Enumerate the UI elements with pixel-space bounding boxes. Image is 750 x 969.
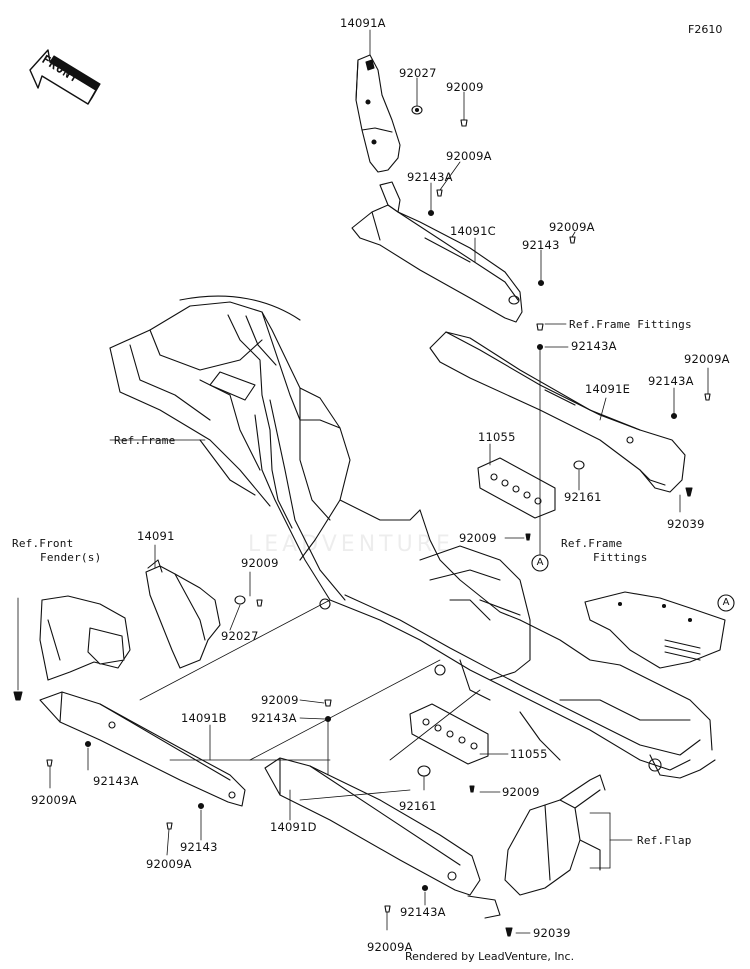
ref-label[interactable]: Ref.Frame [561, 537, 623, 550]
washer-92027-left [234, 595, 246, 605]
part-label[interactable]: 92009A [684, 352, 730, 366]
part-label[interactable]: 92143A [571, 339, 617, 353]
part-label[interactable]: 92027 [399, 66, 437, 80]
ref-circle-label-1: A [536, 557, 544, 568]
part-label[interactable]: 92009 [446, 80, 484, 94]
ref-circle-A-2 [717, 594, 735, 612]
flap-outline [504, 774, 606, 896]
part-label[interactable]: 14091E [585, 382, 631, 396]
screw-92009A-1 [436, 189, 443, 197]
part-label[interactable]: 14091B [181, 711, 227, 725]
screw-92009A-3 [704, 393, 711, 401]
leader-lines-lower [49, 439, 633, 934]
screw-92009-mid [525, 533, 531, 541]
part-label[interactable]: 92143 [180, 840, 218, 854]
ref-label[interactable]: Ref.Flap [637, 834, 692, 847]
part-label[interactable]: 92009A [549, 220, 595, 234]
front-fender-outline [39, 595, 131, 681]
cap-92161-2 [417, 765, 431, 777]
cover-14091 [145, 559, 221, 669]
clip-fender [13, 691, 23, 701]
ref-circle-A-1 [531, 554, 549, 572]
part-label[interactable]: 92143A [251, 711, 297, 725]
ref-label[interactable]: Fender(s) [40, 551, 102, 564]
ref-frame-fittings-plate [584, 591, 726, 669]
screw-ref-frame-fittings [536, 323, 544, 331]
clip-92143A-2 [536, 343, 544, 351]
part-label[interactable]: 11055 [510, 747, 548, 761]
cover-14091A [355, 54, 401, 173]
cover-14091C [351, 181, 523, 323]
bracket-11055-lower [409, 703, 489, 765]
part-label[interactable]: 14091 [137, 529, 175, 543]
part-label[interactable]: 92009A [446, 149, 492, 163]
bracket-11055-upper [477, 457, 556, 519]
screw-92009A-4 [46, 759, 53, 767]
front-arrow-icon [29, 49, 101, 105]
leader-lines-upper [369, 29, 709, 556]
part-label[interactable]: 92161 [399, 799, 437, 813]
clip-92143A-4 [84, 740, 92, 748]
part-label[interactable]: 92009A [31, 793, 77, 807]
ref-label[interactable]: Ref.Front [12, 537, 74, 550]
part-label[interactable]: 92039 [533, 926, 571, 940]
cover-14091E [429, 331, 686, 493]
ref-label[interactable]: Ref.Frame Fittings [569, 318, 692, 331]
part-label[interactable]: 92009A [367, 940, 413, 954]
watermark: LEADVENTURE [248, 532, 454, 557]
part-label[interactable]: 92161 [564, 490, 602, 504]
part-label[interactable]: 11055 [478, 430, 516, 444]
clip-92039-1 [685, 487, 693, 497]
clip-92143-1 [537, 279, 545, 287]
ref-circle-label-2: A [722, 597, 730, 608]
part-label[interactable]: 14091C [450, 224, 496, 238]
clip-92039-2 [505, 927, 513, 937]
screw-92009-left [256, 599, 263, 607]
part-label[interactable]: 92143 [522, 238, 560, 252]
part-label[interactable]: 92009 [459, 531, 497, 545]
part-label[interactable]: 92009 [502, 785, 540, 799]
part-label[interactable]: 92143A [400, 905, 446, 919]
frame-drawing [109, 295, 716, 779]
credit-text: Rendered by LeadVenture, Inc. [405, 950, 575, 963]
part-label[interactable]: 92009 [261, 693, 299, 707]
screw-92009-low [324, 699, 332, 707]
figure-number: F2610 [688, 23, 723, 36]
clip-92143-2 [197, 802, 205, 810]
part-label[interactable]: 92039 [667, 517, 705, 531]
cap-92161-1 [573, 460, 585, 470]
part-label[interactable]: 14091D [270, 820, 317, 834]
screw-92009-top [460, 119, 468, 127]
ref-label[interactable]: Fittings [593, 551, 648, 564]
part-label[interactable]: 92009A [146, 857, 192, 871]
part-label[interactable]: 92143A [93, 774, 139, 788]
ref-label[interactable]: Ref.Frame [114, 434, 176, 447]
screw-92009-low2 [469, 785, 475, 793]
clip-92143A-1 [427, 209, 435, 217]
cover-14091B [39, 691, 246, 807]
part-label[interactable]: 92027 [221, 629, 259, 643]
part-label[interactable]: 92009 [241, 556, 279, 570]
screw-92009A-2 [569, 236, 576, 244]
part-label[interactable]: 92143A [407, 170, 453, 184]
cover-14091D [264, 757, 501, 919]
clip-92143A-6 [421, 884, 429, 892]
part-label[interactable]: 14091A [340, 16, 386, 30]
screw-92009A-5 [166, 822, 173, 830]
screw-92009A-6 [384, 905, 391, 913]
part-label[interactable]: 92143A [648, 374, 694, 388]
